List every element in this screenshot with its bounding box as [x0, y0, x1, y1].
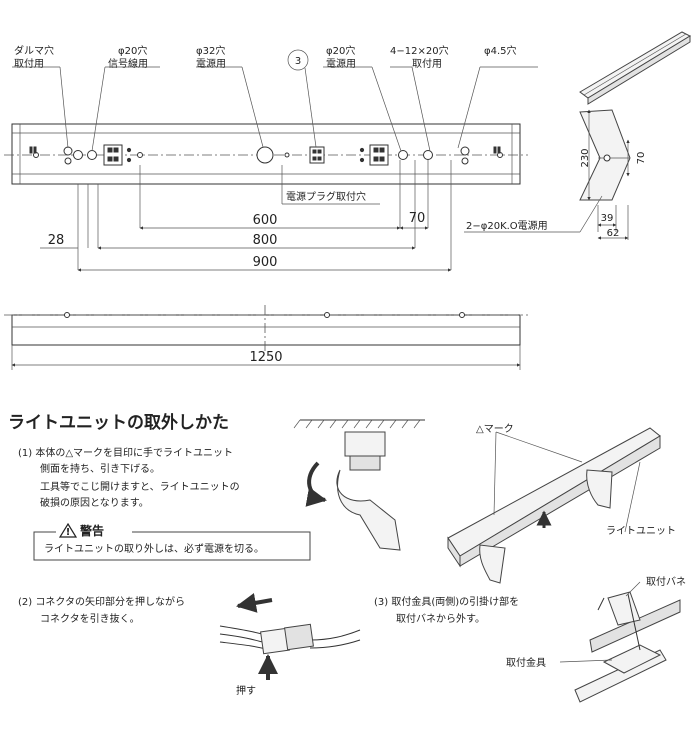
- dim-1250: 1250: [249, 350, 282, 365]
- warning-text: ライトユニットの取り外しは、必ず電源を切る。: [44, 542, 264, 555]
- label-spring: 取付バネ: [646, 575, 686, 588]
- label-phi20-power: φ20穴: [326, 44, 355, 57]
- label-phi20-signal: φ20穴: [118, 44, 147, 57]
- step2-line1: (2) コネクタの矢印部分を押しながら: [18, 595, 185, 608]
- step1-line4: 破損の原因となります。: [40, 496, 149, 509]
- dim-230: 230: [580, 148, 591, 167]
- warning-icon: [58, 522, 78, 538]
- dim-62: 62: [607, 228, 620, 239]
- step1-line3: 工具等でこじ開けますと、ライトユニットの: [40, 480, 240, 493]
- power-plug-plate: [309, 146, 325, 164]
- dim-28: 28: [48, 233, 65, 248]
- connector-block: [369, 144, 389, 166]
- step1-line2: 側面を持ち、引き下げる。: [40, 462, 160, 475]
- dimension-lines: [40, 160, 452, 272]
- section-view: [464, 109, 631, 240]
- dim-70: 70: [409, 211, 426, 226]
- label-slot-hole: 4−12×20穴: [390, 44, 449, 57]
- body-top-view: [4, 123, 528, 185]
- daruma-hole: [460, 146, 470, 156]
- step1-line1: (1) 本体の△マークを目印に手でライトユニット: [18, 446, 233, 459]
- dim-600: 600: [253, 213, 278, 228]
- connector-block: [103, 144, 123, 166]
- label-phi32: φ32穴: [196, 44, 225, 57]
- dim-800: 800: [253, 233, 278, 248]
- label-slot-use: 取付用: [412, 57, 442, 70]
- light-unit-illustration: [447, 427, 661, 584]
- label-circle-number: 3: [295, 56, 301, 67]
- phi20-signal-hole: [73, 150, 83, 160]
- instruction-title: ライトユニットの取外しかた: [8, 412, 229, 433]
- label-phi32-use: 電源用: [196, 57, 226, 70]
- label-ko-hole: 2−φ20K.O電源用: [466, 219, 548, 232]
- phi20-power-hole: [398, 150, 408, 160]
- dim-39: 39: [601, 213, 614, 224]
- phi32-power-hole: [256, 146, 274, 164]
- luminaire-isometric: [579, 31, 692, 105]
- step3-line2: 取付バネから外す。: [396, 612, 485, 625]
- dim-70-side: 70: [636, 152, 647, 165]
- svg-text:!: !: [66, 527, 71, 538]
- label-push: 押す: [236, 684, 256, 697]
- step2-line2: コネクタを引き抜く。: [40, 612, 140, 625]
- label-phi45: φ4.5穴: [484, 44, 517, 57]
- connector-illustration: [219, 593, 361, 680]
- label-leaders: [12, 49, 538, 152]
- label-power-use: 電源用: [326, 57, 356, 70]
- daruma-hole: [63, 146, 73, 156]
- ceiling-hand-illustration: [293, 419, 425, 551]
- warning-title: 警告: [79, 523, 104, 538]
- label-daruma-use: 取付用: [14, 57, 44, 70]
- body-side-view: [4, 305, 528, 370]
- label-triangle-mark: △マーク: [476, 423, 514, 435]
- label-light-unit: ライトユニット: [606, 525, 676, 537]
- dim-900: 900: [253, 255, 278, 270]
- labels: ダルマ穴 取付用 φ20穴 信号線用 φ32穴 電源用 3 φ20穴 電源用 4…: [8, 44, 686, 697]
- bracket-illustration: [559, 581, 681, 703]
- label-plug-hole: 電源プラグ取付穴: [286, 190, 366, 203]
- label-signal-use: 信号線用: [108, 57, 148, 70]
- step3-line1: (3) 取付金具(両側)の引掛け部を: [374, 595, 519, 608]
- label-daruma-hole: ダルマ穴: [14, 44, 54, 57]
- label-bracket: 取付金具: [506, 656, 546, 669]
